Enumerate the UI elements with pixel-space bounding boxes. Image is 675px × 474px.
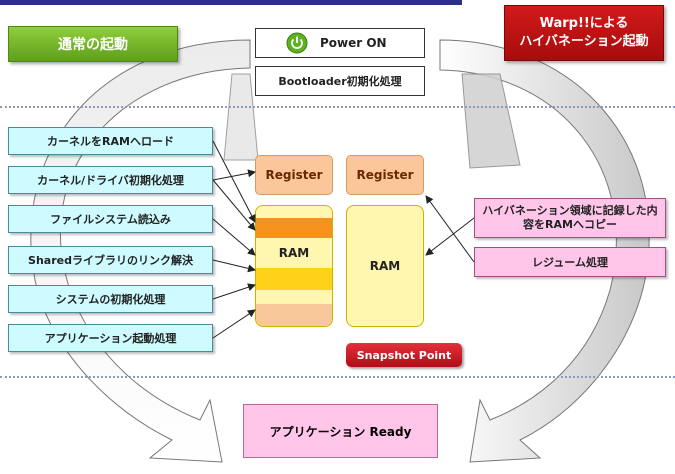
- step-label: カーネル/ドライバ初期化処理: [37, 174, 184, 187]
- normal-boot-tag: 通常の起動: [8, 26, 178, 62]
- register-left-label: Register: [265, 168, 323, 182]
- warp-boot-line2: ハイバネーション起動: [519, 34, 649, 49]
- right-cycle-arrow: [439, 39, 650, 463]
- arrow-shared-lib: [212, 259, 256, 273]
- register-right-label: Register: [356, 168, 414, 182]
- step-app-start: アプリケーション起動処理: [8, 324, 213, 352]
- ram-band-label: RAM: [256, 238, 332, 268]
- step-shared-lib: Sharedライブラリのリンク解決: [8, 246, 213, 274]
- arrow-kernel-init-register: [212, 169, 256, 181]
- bootloader-label: Bootloader初期化処理: [278, 75, 402, 88]
- warp-step-label: ハイバネーション領域に記録した内容をRAMへコピー: [482, 204, 658, 231]
- ram-band-light: [256, 290, 332, 304]
- power-icon: [286, 32, 308, 54]
- warp-boot-line1: Warp!!による: [539, 16, 629, 31]
- ram-band-top: [256, 206, 332, 218]
- app-ready-label: アプリケーション Ready: [269, 424, 412, 439]
- ram-band-yellow: [256, 268, 332, 290]
- ram-right: RAM: [346, 205, 424, 327]
- step-label: ファイルシステム読込み: [50, 213, 171, 226]
- power-on-box: Power ON: [255, 28, 425, 58]
- step-label: カーネルをRAMへロード: [47, 135, 174, 148]
- ram-band-peach: [256, 304, 332, 326]
- right-vertical-arrow: [461, 73, 521, 169]
- divider-top: [0, 106, 675, 108]
- register-right: Register: [346, 155, 424, 195]
- ram-left-label: RAM: [278, 246, 310, 260]
- warp-step-copy: ハイバネーション領域に記録した内容をRAMへコピー: [474, 198, 666, 238]
- arrow-app-start: [212, 309, 256, 339]
- step-load-kernel: カーネルをRAMへロード: [8, 127, 213, 155]
- warp-step-label: レジューム処理: [532, 256, 608, 269]
- normal-boot-label: 通常の起動: [58, 37, 128, 53]
- arrow-filesystem: [212, 218, 256, 256]
- divider-bottom: [0, 376, 675, 378]
- step-label: システムの初期化処理: [55, 293, 166, 306]
- ram-band-orange: [256, 218, 332, 238]
- ram-left: RAM: [255, 205, 333, 327]
- app-ready-box: アプリケーション Ready: [243, 404, 438, 458]
- step-filesystem: ファイルシステム読込み: [8, 205, 213, 233]
- warp-boot-tag: Warp!!による ハイバネーション起動: [504, 5, 664, 61]
- arrow-system-init: [212, 283, 256, 300]
- arrow-load-kernel: [212, 140, 256, 223]
- step-kernel-init: カーネル/ドライバ初期化処理: [8, 166, 213, 194]
- step-system-init: システムの初期化処理: [8, 285, 213, 313]
- power-on-label: Power ON: [320, 36, 387, 50]
- step-label: アプリケーション起動処理: [44, 332, 177, 345]
- ram-right-label: RAM: [369, 259, 401, 273]
- snapshot-point: Snapshot Point: [346, 343, 462, 367]
- arrow-resume-to-register: [425, 195, 475, 263]
- snapshot-label: Snapshot Point: [356, 348, 452, 362]
- top-bar: [0, 0, 462, 5]
- warp-step-resume: レジューム処理: [474, 247, 666, 277]
- register-left: Register: [255, 155, 333, 195]
- step-label: Sharedライブラリのリンク解決: [28, 254, 193, 267]
- arrow-kernel-init-ram: [212, 179, 256, 231]
- bootloader-box: Bootloader初期化処理: [255, 66, 425, 96]
- arrow-copy-to-ram: [425, 217, 475, 256]
